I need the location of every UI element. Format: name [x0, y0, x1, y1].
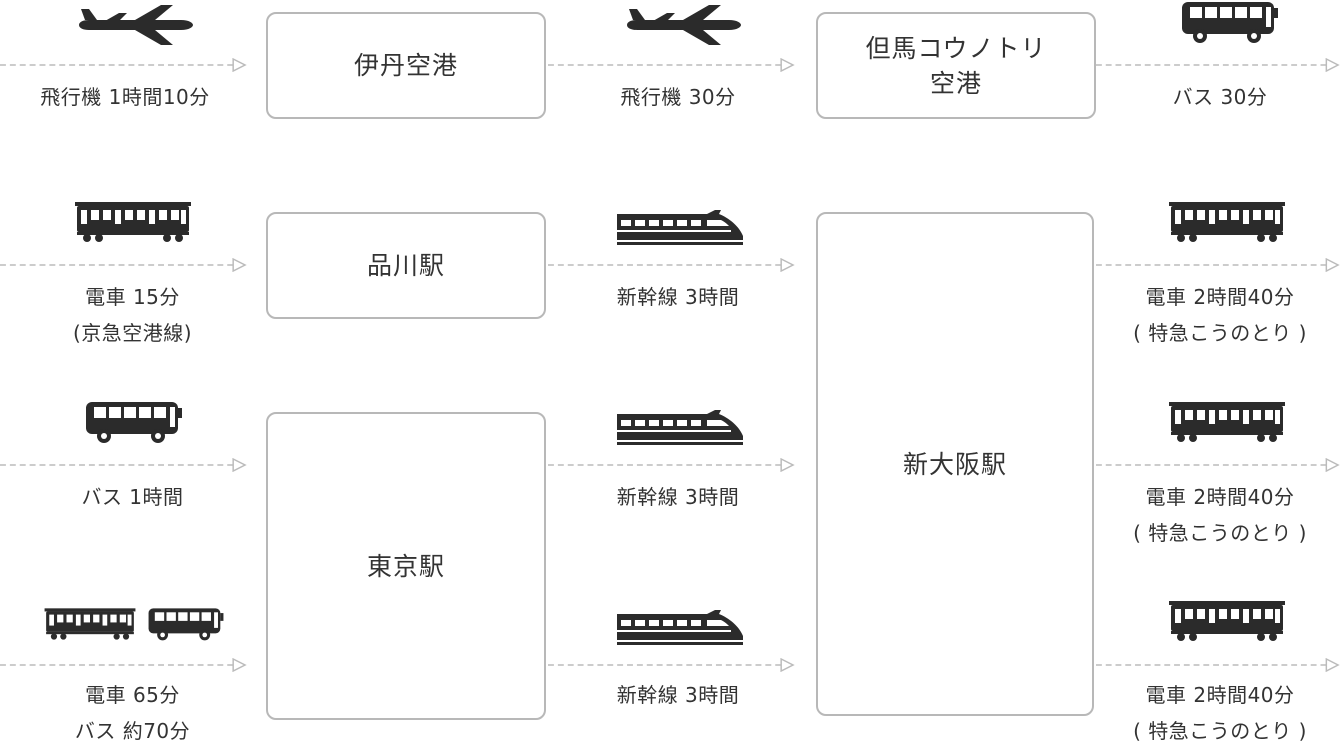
route-label: 電車 2時間40分( 特急こうのとり ) — [1133, 683, 1307, 743]
route-label: 電車 2時間40分( 特急こうのとり ) — [1133, 485, 1307, 545]
route-arrow — [0, 258, 247, 272]
airplane-icon — [623, 3, 743, 47]
route-label: 飛行機 1時間10分 — [40, 85, 210, 109]
route-arrow — [548, 258, 795, 272]
route-label: バス 30分 — [1172, 85, 1268, 109]
route-arrow — [548, 458, 795, 472]
bus-icon — [147, 606, 225, 642]
route-arrow — [548, 58, 795, 72]
route-label: 電車 15分(京急空港線) — [72, 285, 193, 345]
bus-icon — [84, 400, 184, 444]
route-label: 新幹線 3時間 — [616, 485, 740, 509]
route-arrow — [1096, 58, 1340, 72]
route-arrow — [0, 658, 247, 672]
station-tokyo: 東京駅 — [266, 412, 546, 720]
route-arrow — [1096, 258, 1340, 272]
station-itami-airport: 伊丹空港 — [266, 12, 546, 119]
route-arrow — [548, 658, 795, 672]
shinkansen-icon — [615, 608, 745, 648]
bus-icon — [1180, 0, 1280, 44]
route-arrow — [0, 458, 247, 472]
shinkansen-icon — [615, 208, 745, 248]
station-tajima-airport: 但馬コウノトリ 空港 — [816, 12, 1096, 119]
train-icon — [1167, 200, 1287, 244]
train-icon — [73, 200, 193, 244]
station-shinagawa: 品川駅 — [266, 212, 546, 319]
route-arrow — [0, 58, 247, 72]
train-icon — [1167, 599, 1287, 643]
route-label: バス 1時間 — [81, 485, 184, 509]
train-icon — [1167, 400, 1287, 444]
route-label: 電車 2時間40分( 特急こうのとり ) — [1133, 285, 1307, 345]
train-icon — [43, 605, 137, 643]
shinkansen-icon — [615, 408, 745, 448]
route-label: 新幹線 3時間 — [616, 285, 740, 309]
airplane-icon — [75, 3, 195, 47]
route-label: 飛行機 30分 — [620, 85, 736, 109]
route-label: 新幹線 3時間 — [616, 683, 740, 707]
route-label: 電車 65分バス 約70分 — [74, 683, 191, 743]
route-arrow — [1096, 458, 1340, 472]
route-arrow — [1096, 658, 1340, 672]
station-shin-osaka: 新大阪駅 — [816, 212, 1094, 716]
